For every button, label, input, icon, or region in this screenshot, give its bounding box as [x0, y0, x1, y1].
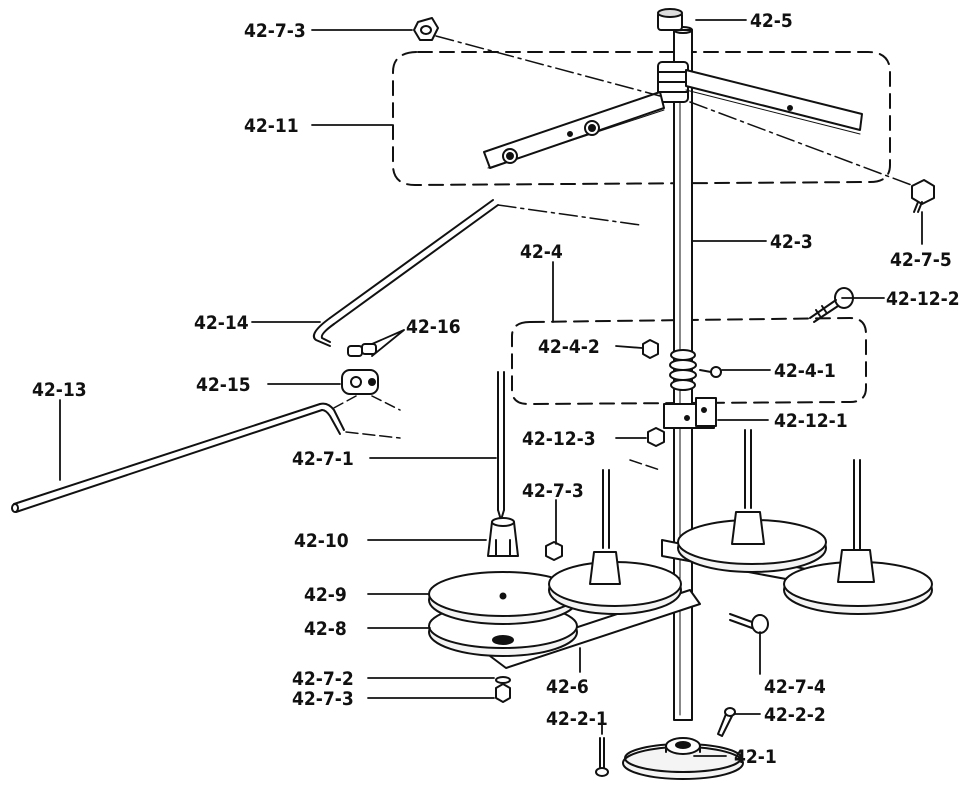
label-42-12-2: 42-12-2	[886, 288, 960, 310]
spool-disc-center	[548, 469, 682, 615]
label-42-2-2: 42-2-2	[764, 704, 826, 726]
nut-part-mid	[545, 541, 563, 561]
top-cap-part	[657, 8, 683, 31]
label-42-7-5: 42-7-5	[890, 249, 952, 271]
screw-42-2-2	[717, 707, 736, 737]
label-42-5: 42-5	[750, 10, 793, 32]
label-42-12-3: 42-12-3	[522, 428, 596, 450]
label-42-6: 42-6	[546, 676, 589, 698]
label-42-12-1: 42-12-1	[774, 410, 848, 432]
label-42-2-1: 42-2-1	[546, 708, 608, 730]
screw-42-12-2	[809, 287, 854, 323]
nut-42-4-2	[642, 339, 659, 359]
label-42-3: 42-3	[770, 231, 813, 253]
label-42-13: 42-13	[32, 379, 87, 401]
spool-disc-right-front	[783, 459, 933, 615]
screw-42-2-1	[595, 737, 609, 777]
label-42-7-2: 42-7-2	[292, 668, 354, 690]
label-42-15: 42-15	[196, 374, 251, 396]
rod-joint-part	[341, 369, 379, 395]
nut-part-top	[413, 17, 439, 41]
label-42-16: 42-16	[406, 316, 461, 338]
part-labels: 42-7-3 42-5 42-11 42-7-5 42-3 42-4 42-12…	[32, 10, 960, 768]
spool-cone-part	[487, 517, 519, 557]
spool-disc-42-9	[428, 571, 578, 625]
label-42-7-1: 42-7-1	[292, 448, 354, 470]
spindle-pin-part	[497, 371, 505, 521]
label-42-4-1: 42-4-1	[774, 360, 836, 382]
pole-clamp-part	[663, 397, 717, 429]
label-42-7-3-bottom: 42-7-3	[292, 688, 354, 710]
label-42-4: 42-4	[520, 241, 563, 263]
label-42-4-2: 42-4-2	[538, 336, 600, 358]
label-42-7-3-top: 42-7-3	[244, 20, 306, 42]
group-outline-42-11	[392, 51, 891, 186]
nut-part-bottom	[495, 683, 511, 703]
base-plate-part	[622, 737, 744, 780]
screw-42-7-4	[729, 613, 769, 634]
small-screw-42-4-1	[699, 366, 722, 378]
label-42-1: 42-1	[734, 746, 777, 768]
label-42-14: 42-14	[194, 312, 249, 334]
label-42-7-3-mid: 42-7-3	[522, 480, 584, 502]
leader-lines	[59, 19, 923, 757]
label-42-9: 42-9	[304, 584, 347, 606]
thread-guide-arms-part	[483, 61, 863, 169]
set-screws-42-16	[347, 343, 377, 357]
group-outline-42-4	[511, 317, 867, 405]
nut-42-12-3	[647, 427, 665, 447]
stand-rod-part	[312, 199, 641, 347]
label-42-10: 42-10	[294, 530, 349, 552]
label-42-8: 42-8	[304, 618, 347, 640]
spool-disc-right-back	[677, 429, 827, 573]
long-rod-part	[11, 402, 345, 513]
thread-guide-bracket-part	[669, 349, 697, 391]
washer-42-7-2	[495, 676, 511, 684]
label-42-7-4: 42-7-4	[764, 676, 826, 698]
label-42-11: 42-11	[244, 115, 299, 137]
screw-part-42-7-5	[911, 179, 935, 213]
